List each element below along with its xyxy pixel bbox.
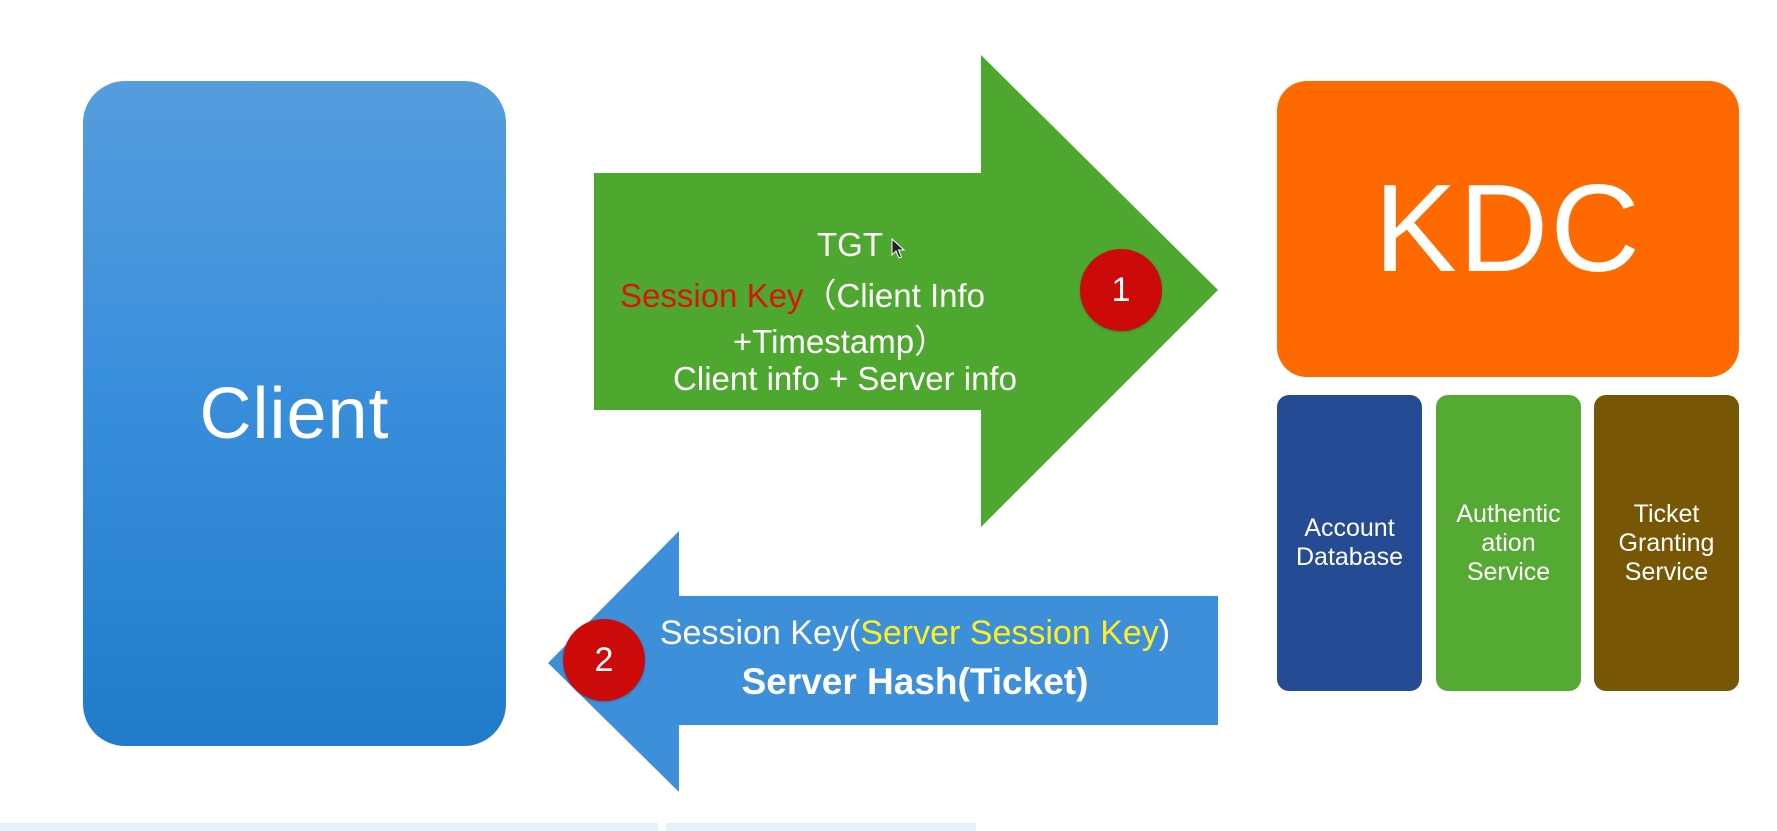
- bottom-strip-left: [0, 823, 658, 831]
- response-server-session-key-text: Server Session Key: [860, 614, 1159, 652]
- request-arrow: [594, 55, 1218, 527]
- kdc-box: KDC: [1277, 81, 1739, 377]
- step-2-number: 2: [594, 640, 614, 679]
- account-database-box: Account Database: [1277, 395, 1422, 691]
- request-session-key-line: Session Key（Client Info: [620, 269, 1090, 317]
- step-1-number: 1: [1111, 270, 1131, 309]
- request-client-server-info-text: Client info + Server info: [673, 360, 1017, 397]
- request-client-info-text: （Client Info: [803, 277, 986, 314]
- ticket-granting-service-box: Ticket Granting Service: [1594, 395, 1739, 691]
- authentication-service-box: Authentic ation Service: [1436, 395, 1581, 691]
- step-1-badge: 1: [1080, 249, 1162, 331]
- response-arrow: [548, 531, 1218, 792]
- response-server-hash-text: Server Hash(Ticket): [741, 661, 1089, 702]
- response-session-key-line: Session Key(Server Session Key): [610, 614, 1220, 653]
- request-tgt-text: TGT: [817, 226, 883, 263]
- request-session-key-text: Session Key: [620, 277, 804, 314]
- ticket-granting-service-label: Ticket Granting Service: [1618, 499, 1715, 586]
- request-timestamp-text: +Timestamp）: [732, 323, 948, 360]
- step-2-badge: 2: [563, 619, 645, 701]
- client-box: Client: [83, 81, 506, 746]
- client-label: Client: [199, 373, 390, 454]
- bottom-strip-right: [666, 823, 976, 831]
- account-database-label: Account Database: [1295, 514, 1404, 571]
- response-session-key-suffix: ): [1158, 614, 1171, 652]
- mouse-pointer-icon: [891, 238, 906, 259]
- authentication-service-label: Authentic ation Service: [1456, 499, 1561, 586]
- response-session-key-prefix: Session Key(: [659, 614, 861, 652]
- kdc-label: KDC: [1374, 160, 1642, 298]
